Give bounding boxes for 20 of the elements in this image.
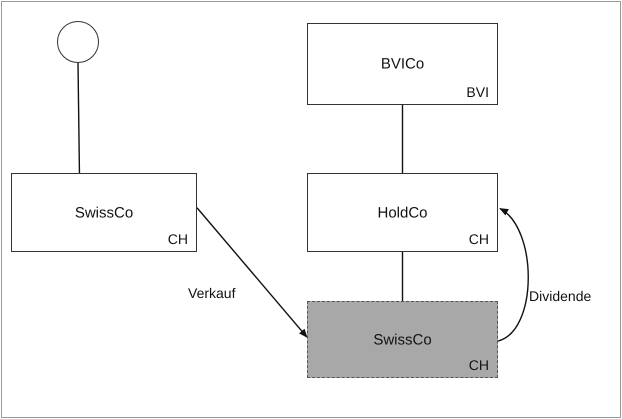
country-code: CH [468, 357, 489, 373]
connector-line [402, 252, 404, 301]
entity-name: SwissCo [372, 331, 433, 348]
entity-name: BVICo [380, 56, 426, 72]
entity-box [307, 173, 498, 252]
edge-label: Dividende [529, 288, 592, 304]
circle-node [57, 21, 99, 63]
country-code: BVI [466, 84, 489, 100]
entity-name: SwissCo [74, 204, 134, 221]
arrow [498, 208, 529, 342]
connector-line [77, 63, 80, 173]
entity-box [307, 301, 498, 378]
entity-name: HoldCo [376, 204, 429, 221]
entity-box [307, 23, 498, 105]
country-code: CH [468, 231, 489, 247]
arrow [196, 207, 308, 338]
country-code: CH [168, 231, 188, 247]
entity-box [11, 173, 197, 252]
edge-label: Verkauf [188, 285, 236, 301]
connector-line [402, 105, 404, 173]
